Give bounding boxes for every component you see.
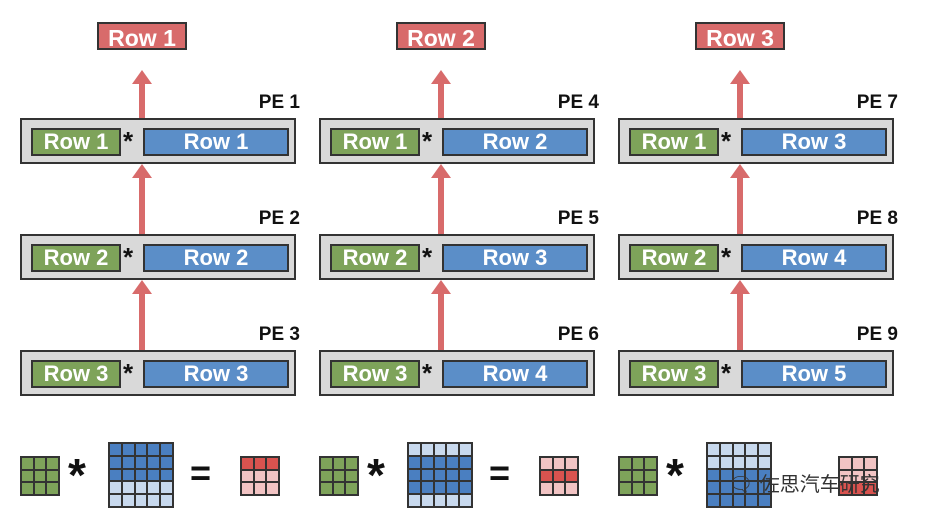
arrow-up — [431, 280, 451, 350]
wechat-icon: 🗨 — [728, 472, 754, 496]
filter-row: Row 3 — [330, 360, 420, 388]
watermark-text: 佐思汽车研究 — [759, 472, 880, 496]
filter-row: Row 2 — [330, 244, 420, 272]
arrow-up — [132, 70, 152, 118]
input-row: Row 4 — [442, 360, 588, 388]
arrow-up — [431, 164, 451, 234]
multiply-symbol: * — [123, 358, 134, 388]
input-row: Row 3 — [143, 360, 289, 388]
input-row: Row 5 — [741, 360, 887, 388]
multiply-symbol: * — [123, 242, 134, 272]
multiply-symbol: * — [721, 126, 732, 156]
equals-symbol: = — [489, 452, 511, 493]
output-matrix — [240, 456, 280, 496]
multiply-symbol: * — [123, 126, 134, 156]
multiply-symbol: * — [68, 449, 86, 501]
pe-box: Row 1 * Row 1 — [20, 118, 296, 164]
filter-row: Row 3 — [31, 360, 121, 388]
multiply-symbol: * — [721, 358, 732, 388]
filter-row: Row 1 — [31, 128, 121, 156]
pe-label: PE 2 — [258, 208, 300, 229]
multiply-symbol: * — [721, 242, 732, 272]
pe-box: Row 1 * Row 2 — [319, 118, 595, 164]
input-row: Row 2 — [143, 244, 289, 272]
arrow-up — [431, 70, 451, 118]
input-matrix — [407, 442, 473, 508]
equals-symbol: = — [190, 452, 212, 493]
input-row: Row 1 — [143, 128, 289, 156]
pe-label: PE 4 — [557, 92, 599, 113]
pe-box: Row 2 * Row 4 — [618, 234, 894, 280]
input-matrix — [108, 442, 174, 508]
arrow-up — [132, 280, 152, 350]
output-row-label: Row 3 — [695, 22, 785, 51]
multiply-symbol: * — [422, 126, 433, 156]
pe-label: PE 3 — [258, 324, 300, 345]
pe-box: Row 3 * Row 4 — [319, 350, 595, 396]
pe-box: Row 3 * Row 3 — [20, 350, 296, 396]
output-row-label: Row 2 — [396, 22, 486, 51]
input-row: Row 2 — [442, 128, 588, 156]
output-row-label: Row 1 — [97, 22, 187, 51]
input-matrix — [706, 442, 772, 508]
pe-label: PE 6 — [557, 324, 599, 345]
arrow-up — [730, 280, 750, 350]
pe-label: PE 5 — [557, 208, 599, 229]
pe-box: Row 2 * Row 2 — [20, 234, 296, 280]
multiply-symbol: * — [666, 449, 684, 501]
filter-row: Row 3 — [629, 360, 719, 388]
pe-label: PE 7 — [856, 92, 898, 113]
pe-box: Row 2 * Row 3 — [319, 234, 595, 280]
pe-label: PE 9 — [856, 324, 898, 345]
multiply-symbol: * — [367, 449, 385, 501]
filter-row: Row 1 — [629, 128, 719, 156]
multiply-symbol: * — [422, 358, 433, 388]
input-row: Row 4 — [741, 244, 887, 272]
filter-matrix — [319, 456, 359, 496]
pe-box: Row 3 * Row 5 — [618, 350, 894, 396]
output-matrix — [539, 456, 579, 496]
filter-row: Row 1 — [330, 128, 420, 156]
column-1: Row 1 PE 1 Row 1 * Row 1 PE 2 Row 2 * Ro… — [20, 0, 310, 430]
filter-row: Row 2 — [31, 244, 121, 272]
pe-box: Row 1 * Row 3 — [618, 118, 894, 164]
input-row: Row 3 — [442, 244, 588, 272]
pe-label: PE 8 — [856, 208, 898, 229]
column-2: Row 2 PE 4 Row 1 * Row 2 PE 5 Row 2 * Ro… — [319, 0, 609, 430]
column-3: Row 3 PE 7 Row 1 * Row 3 PE 8 Row 2 * Ro… — [618, 0, 908, 430]
multiply-symbol: * — [422, 242, 433, 272]
output-matrix — [838, 456, 878, 496]
arrow-up — [132, 164, 152, 234]
watermark: 🗨 佐思汽车研究 — [728, 468, 880, 497]
filter-matrix — [20, 456, 60, 496]
arrow-up — [730, 70, 750, 118]
arrow-up — [730, 164, 750, 234]
pe-label: PE 1 — [258, 92, 300, 113]
filter-matrix — [618, 456, 658, 496]
input-row: Row 3 — [741, 128, 887, 156]
filter-row: Row 2 — [629, 244, 719, 272]
